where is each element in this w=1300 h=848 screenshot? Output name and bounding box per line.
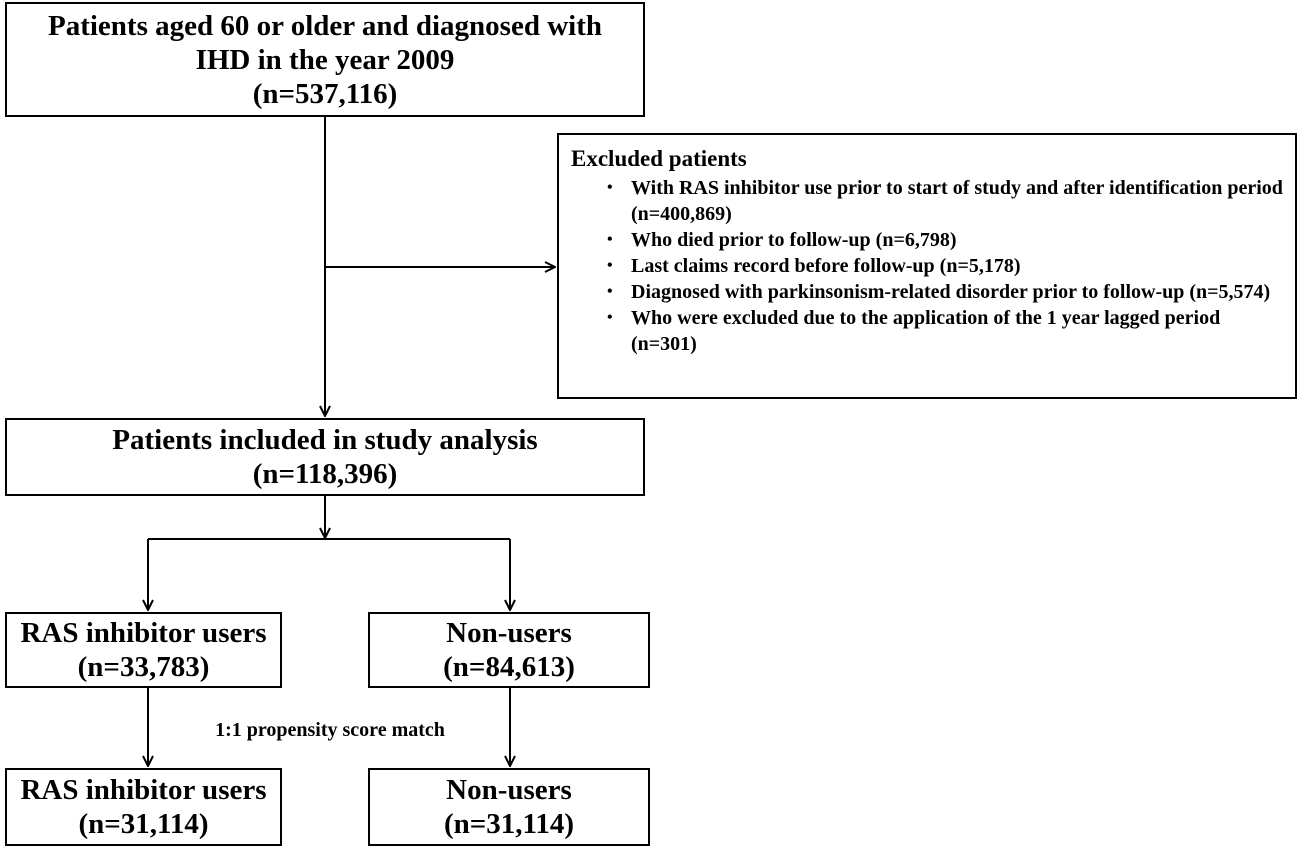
ras-users-matched-box: RAS inhibitor users (n=31,114) bbox=[5, 768, 282, 846]
excluded-heading: Excluded patients bbox=[571, 146, 747, 171]
non-users-title: Non-users bbox=[446, 617, 572, 649]
population-count: (n=537,116) bbox=[252, 77, 398, 110]
excluded-item-text: Diagnosed with parkinsonism-related diso… bbox=[631, 281, 1271, 303]
excluded-item-text: Who were excluded due to the application… bbox=[631, 307, 1221, 355]
non-users-matched-count: (n=31,114) bbox=[443, 808, 575, 840]
excluded-list: • With RAS inhibitor use prior to start … bbox=[571, 175, 1283, 357]
population-box: Patients aged 60 or older and diagnosed … bbox=[5, 2, 645, 117]
excluded-item: • Who were excluded due to the applicati… bbox=[607, 305, 1283, 357]
ras-users-matched-count: (n=31,114) bbox=[78, 808, 209, 840]
included-title: Patients included in study analysis bbox=[112, 424, 538, 456]
non-users-box: Non-users (n=84,613) bbox=[368, 612, 650, 688]
excluded-item: • Diagnosed with parkinsonism-related di… bbox=[607, 279, 1283, 305]
bullet-icon: • bbox=[607, 231, 613, 248]
excluded-item: • With RAS inhibitor use prior to start … bbox=[607, 175, 1283, 227]
excluded-item: • Who died prior to follow-up (n=6,798) bbox=[607, 227, 1283, 253]
ras-users-title: RAS inhibitor users bbox=[20, 617, 267, 649]
excluded-item-text: Who died prior to follow-up (n=6,798) bbox=[631, 229, 957, 251]
excluded-item: • Last claims record before follow-up (n… bbox=[607, 253, 1283, 279]
population-title: Patients aged 60 or older and diagnosed … bbox=[47, 9, 603, 76]
bullet-icon: • bbox=[607, 309, 613, 326]
bullet-icon: • bbox=[607, 283, 613, 300]
bullet-icon: • bbox=[607, 257, 613, 274]
included-count: (n=118,396) bbox=[252, 458, 398, 490]
excluded-item-text: With RAS inhibitor use prior to start of… bbox=[631, 177, 1283, 225]
non-users-matched-title: Non-users bbox=[446, 774, 572, 806]
bullet-icon: • bbox=[607, 179, 613, 196]
included-box: Patients included in study analysis (n=1… bbox=[5, 418, 645, 496]
ras-users-count: (n=33,783) bbox=[77, 651, 210, 683]
non-users-count: (n=84,613) bbox=[443, 651, 575, 683]
excluded-item-text: Last claims record before follow-up (n=5… bbox=[631, 255, 1021, 277]
non-users-matched-box: Non-users (n=31,114) bbox=[368, 768, 650, 846]
propensity-match-label: 1:1 propensity score match bbox=[215, 719, 445, 741]
ras-users-box: RAS inhibitor users (n=33,783) bbox=[5, 612, 282, 688]
ras-users-matched-title: RAS inhibitor users bbox=[20, 774, 267, 806]
excluded-box: Excluded patients • With RAS inhibitor u… bbox=[557, 133, 1297, 399]
